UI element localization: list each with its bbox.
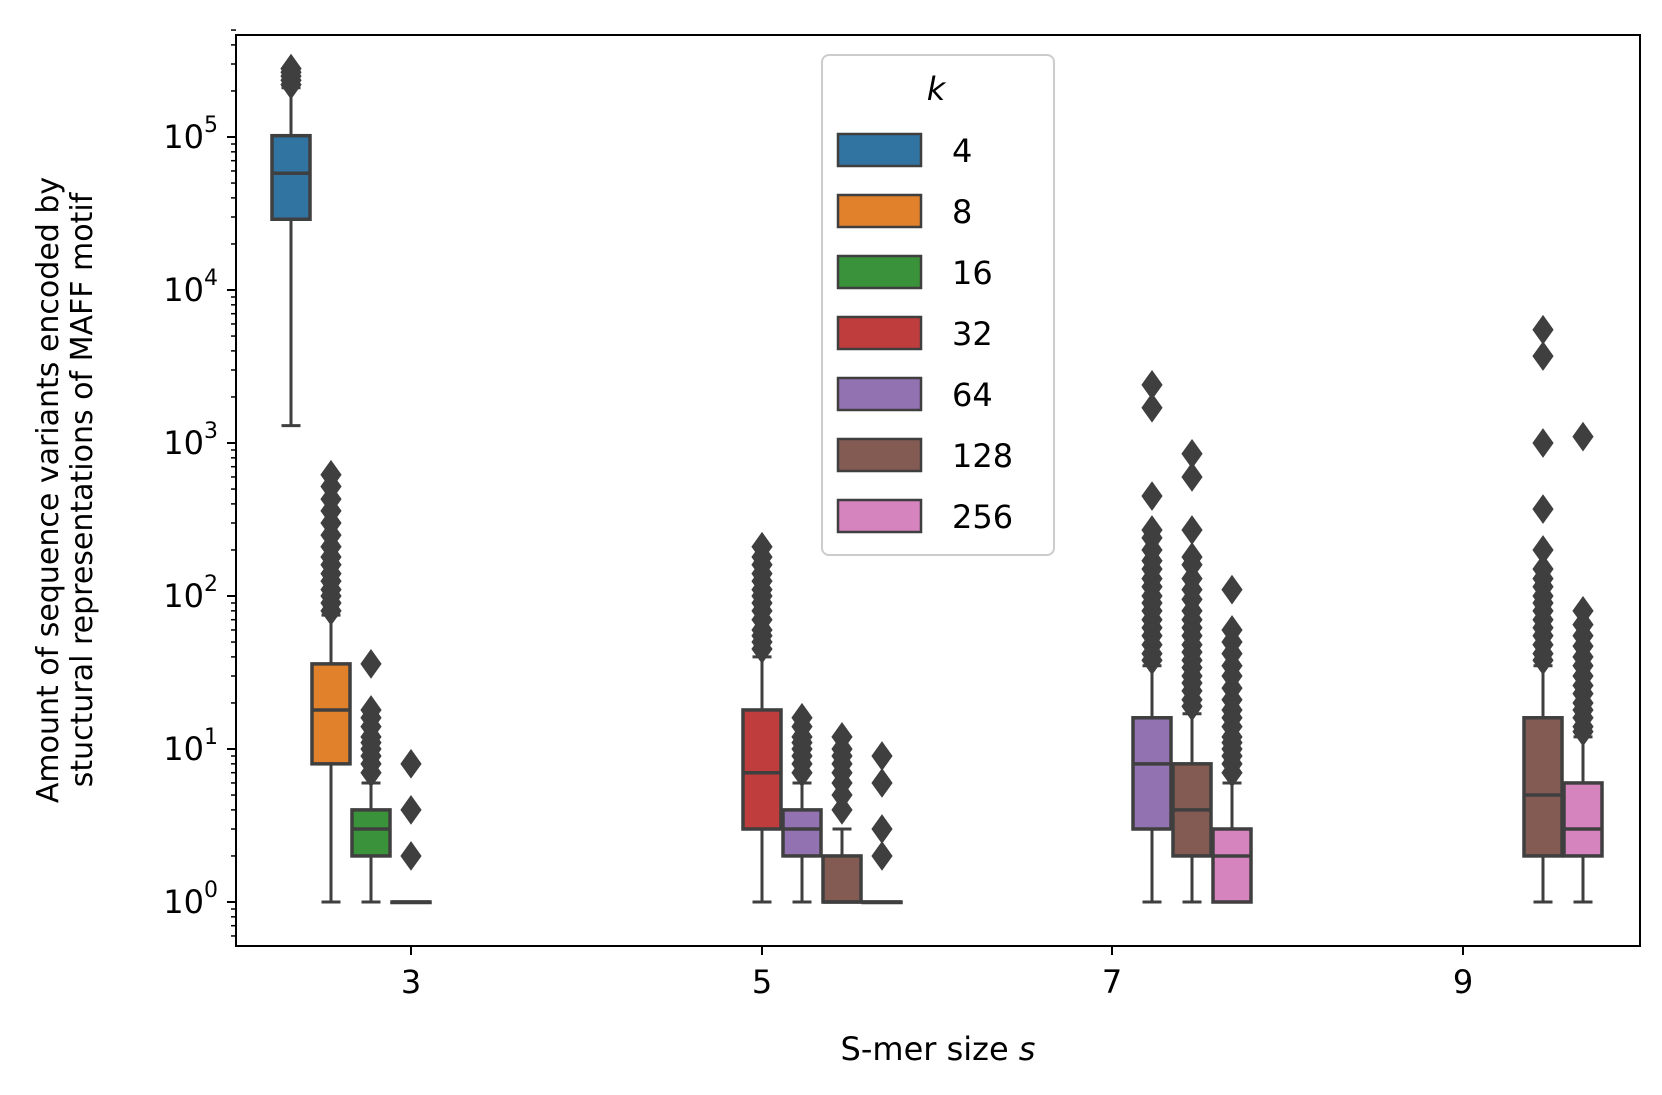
y-axis-label-line-1: Amount of sequence variants encoded by	[31, 177, 66, 803]
outlier-point	[831, 722, 853, 752]
boxes-layer	[270, 53, 1604, 905]
outlier-point	[400, 748, 422, 779]
box-body	[1562, 781, 1604, 858]
outlier-point	[1532, 314, 1554, 345]
outlier-point	[1141, 481, 1163, 511]
outlier-point	[871, 741, 893, 771]
x-tick-label: 7	[1102, 963, 1122, 1001]
box-k32-s5	[741, 531, 783, 904]
outlier-point	[360, 695, 382, 725]
legend-swatch	[836, 254, 923, 290]
box-body	[350, 808, 392, 858]
outlier-point	[1141, 392, 1163, 423]
box-k64-s5	[781, 702, 823, 904]
box-body	[1131, 716, 1173, 831]
legend-swatch	[836, 315, 923, 351]
outlier-point	[400, 795, 422, 825]
box-k64-s7	[1131, 369, 1173, 904]
box-k256-s7	[1211, 574, 1253, 904]
outlier-point	[1181, 515, 1203, 545]
legend-swatch	[836, 498, 923, 534]
legend-item-128: 128	[836, 437, 1013, 475]
box-k256-s5	[861, 741, 903, 905]
x-tick-label: 3	[401, 963, 421, 1001]
legend: k 4 8 16 32 64 128 256	[821, 54, 1055, 556]
legend-label: 8	[952, 193, 972, 231]
outlier-point	[791, 702, 813, 733]
legend-title: k	[927, 70, 947, 108]
y-tick-label: 102	[163, 572, 218, 615]
y-tick-label: 103	[163, 419, 218, 462]
legend-swatch	[836, 376, 923, 412]
outlier-point	[1141, 515, 1163, 545]
box-body	[741, 708, 783, 831]
outlier-point	[1572, 595, 1594, 626]
legend-item-32: 32	[836, 315, 993, 353]
legend-label: 64	[952, 376, 993, 414]
x-axis-label: S-mer size s	[841, 1030, 1036, 1068]
legend-item-256: 256	[836, 498, 1013, 536]
box-body	[270, 133, 312, 222]
outlier-point	[360, 649, 382, 679]
y-tick-label: 100	[163, 878, 218, 921]
box-body	[1522, 716, 1564, 858]
box-body	[781, 808, 823, 858]
y-axis: 100 101 102 103 104 105	[163, 29, 236, 937]
outlier-point	[1221, 615, 1243, 645]
box-k128-s7	[1171, 438, 1213, 904]
outlier-point	[871, 768, 893, 798]
legend-swatch	[836, 193, 923, 229]
y-axis-label: Amount of sequence variants encoded by s…	[31, 177, 100, 803]
legend-item-8: 8	[836, 193, 972, 231]
outlier-point	[1572, 421, 1594, 452]
box-k256-s9	[1562, 421, 1604, 904]
outlier-point	[1181, 462, 1203, 492]
box-body	[821, 854, 863, 904]
legend-label: 4	[952, 132, 972, 170]
legend-item-16: 16	[836, 254, 993, 292]
legend-items: 4 8 16 32 64 128 256	[836, 132, 1013, 536]
box-k16-s3	[350, 649, 392, 904]
y-tick-label: 105	[163, 113, 218, 156]
outlier-point	[1532, 554, 1554, 584]
box-k32-s3	[390, 748, 432, 905]
box-k8-s3	[310, 459, 352, 904]
outlier-point	[1532, 428, 1554, 458]
outlier-point	[280, 53, 302, 84]
outlier-point	[320, 459, 342, 490]
box-k128-s5	[821, 722, 863, 904]
legend-label: 128	[952, 437, 1013, 475]
outlier-point	[400, 841, 422, 871]
outlier-point	[1181, 542, 1203, 572]
outlier-point	[1221, 574, 1243, 605]
x-tick-label: 9	[1453, 963, 1473, 1001]
outlier-point	[871, 841, 893, 871]
x-tick-label: 5	[752, 963, 772, 1001]
legend-swatch	[836, 132, 923, 168]
legend-label: 256	[952, 498, 1013, 536]
outlier-point	[1532, 535, 1554, 565]
legend-swatch	[836, 437, 923, 473]
box-body	[310, 662, 352, 766]
legend-label: 32	[952, 315, 993, 353]
legend-item-4: 4	[836, 132, 972, 170]
outlier-point	[1532, 494, 1554, 524]
legend-item-64: 64	[836, 376, 993, 414]
legend-frame	[821, 54, 1055, 556]
y-tick-label: 101	[163, 725, 218, 768]
y-tick-label: 104	[163, 266, 218, 309]
x-axis: 3 5 7 9	[401, 946, 1473, 1001]
plot-frame	[235, 34, 1641, 947]
outlier-point	[1532, 341, 1554, 371]
outlier-point	[751, 531, 773, 562]
outlier-point	[1181, 438, 1203, 469]
y-axis-label-line-2: stuctural representations of MAFF motif	[65, 191, 100, 787]
outlier-point	[871, 814, 893, 844]
box-k128-s9	[1522, 314, 1564, 904]
box-body	[1211, 827, 1253, 904]
box-k4-s3	[270, 53, 312, 428]
outlier-point	[1141, 369, 1163, 400]
legend-label: 16	[952, 254, 993, 292]
